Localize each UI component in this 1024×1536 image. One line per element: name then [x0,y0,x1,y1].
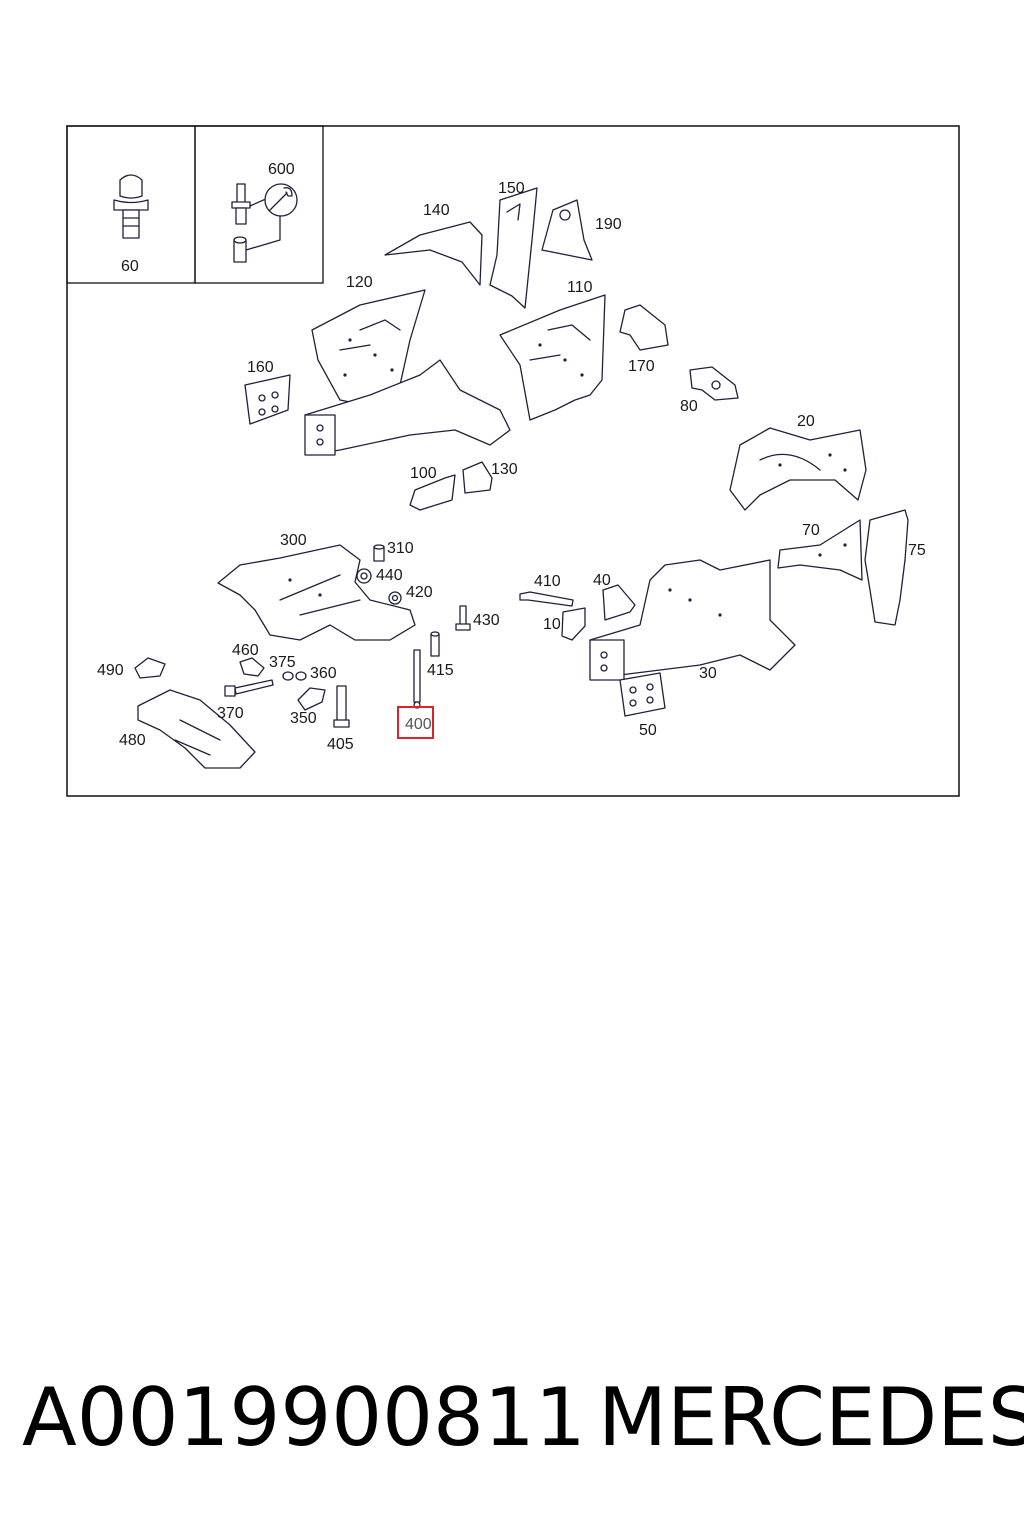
label-310: 310 [387,540,414,557]
part-410-strut[interactable] [519,591,574,607]
part-190-support[interactable] [541,199,593,261]
part-50-plate[interactable] [619,672,666,717]
part-140-panel[interactable] [384,221,483,286]
label-415: 415 [427,662,454,679]
label-10: 10 [543,616,561,633]
label-190: 190 [595,216,622,233]
label-160: 160 [247,359,274,376]
selected-part-highlight[interactable] [397,706,434,739]
label-400: 400 [405,716,432,733]
part-75-panel[interactable] [864,509,909,626]
label-75: 75 [908,542,926,559]
part-120-rail[interactable] [304,359,511,456]
label-370: 370 [217,705,244,722]
part-170-bracket[interactable] [619,304,669,351]
label-360: 360 [310,665,337,682]
part-150-bracket[interactable] [489,187,538,309]
part-40-bracket[interactable] [602,584,636,621]
part-310-bushing[interactable] [373,544,385,562]
part-100-bracket[interactable] [409,474,456,511]
wrench-icon [264,183,298,217]
label-50: 50 [639,722,657,739]
part-360-washer[interactable] [295,671,307,681]
part-420-washer[interactable] [388,591,402,605]
part-10-bracket[interactable] [561,607,586,641]
label-375: 375 [269,654,296,671]
part-440-nut[interactable] [356,568,372,584]
part-60-ball-stud[interactable] [113,174,149,239]
part-600-bolt-set[interactable] [231,183,281,263]
part-370-long-bolt[interactable] [224,679,274,697]
label-70: 70 [802,522,820,539]
brand-name: MERCEDES [598,1371,1024,1464]
label-120: 120 [346,274,373,291]
part-375-washer[interactable] [282,671,294,681]
part-430-bolt[interactable] [455,605,471,631]
label-140: 140 [423,202,450,219]
label-130: 130 [491,461,518,478]
part-405-bolt[interactable] [333,685,350,728]
inset-box-600 [194,125,324,284]
part-120-wheelhouse-left[interactable] [311,289,426,406]
part-415-bolt[interactable] [430,631,440,657]
label-110: 110 [567,279,593,296]
label-150: 150 [498,180,525,197]
part-460-clip[interactable] [239,657,265,677]
part-70-panel[interactable] [777,519,863,581]
part-number: A0019900811 [22,1371,586,1464]
part-30-longitudinal[interactable] [589,559,796,681]
part-80-bracket[interactable] [689,366,739,401]
label-430: 430 [473,612,500,629]
label-20: 20 [797,413,815,430]
part-480-underbody-plate[interactable] [137,689,256,769]
part-160-plate[interactable] [244,374,291,425]
part-490-bracket[interactable] [134,657,166,679]
label-410: 410 [534,573,561,590]
label-350: 350 [290,710,317,727]
part-110-wheelhouse-right[interactable] [499,294,606,421]
label-460: 460 [232,642,259,659]
label-420: 420 [406,584,433,601]
label-170: 170 [628,358,655,375]
label-30: 30 [699,665,717,682]
part-130-bracket[interactable] [462,461,493,494]
label-480: 480 [119,732,146,749]
label-100: 100 [410,465,437,482]
part-20-wheelhouse-front[interactable] [729,427,867,511]
label-300: 300 [280,532,307,549]
label-405: 405 [327,736,354,753]
diagram-frame [66,125,960,797]
label-60: 60 [121,258,139,275]
footer: A0019900811 MERCEDES [0,1370,1024,1480]
label-440: 440 [376,567,403,584]
label-40: 40 [593,572,611,589]
part-400-long-bolt[interactable] [413,649,421,709]
label-80: 80 [680,398,698,415]
part-350-bracket[interactable] [297,687,326,711]
label-490: 490 [97,662,124,679]
label-600: 600 [268,161,295,178]
part-300-subframe[interactable] [217,544,416,641]
